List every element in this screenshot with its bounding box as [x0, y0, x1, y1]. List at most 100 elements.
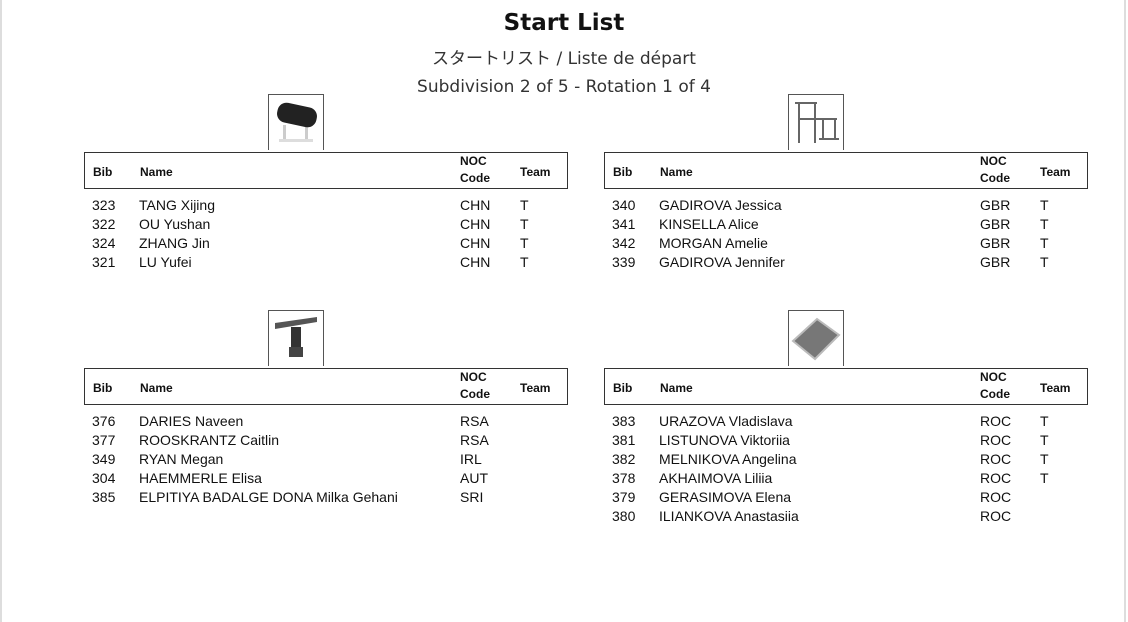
- noc-code: ROC: [980, 470, 1012, 486]
- athlete-name: GERASIMOVA Elena: [659, 489, 792, 505]
- col-team: Team: [520, 381, 551, 395]
- table-row: 304 HAEMMERLE Elisa AUT: [84, 469, 568, 488]
- bib: 323: [92, 197, 116, 213]
- page-title: Start List: [503, 10, 625, 36]
- col-noc-code: Code: [460, 387, 490, 401]
- page-edge-right: [1124, 0, 1126, 622]
- page-subtitle: スタートリスト / Liste de départ: [432, 49, 696, 69]
- table-row: 324 ZHANG Jin CHN T: [84, 234, 568, 253]
- col-bib: Bib: [613, 381, 633, 395]
- bib: 377: [92, 432, 116, 448]
- table-header: Bib Name NOC Code Team: [84, 152, 568, 189]
- noc-code: GBR: [980, 235, 1011, 251]
- bib: 385: [92, 489, 116, 505]
- bib: 380: [612, 508, 636, 524]
- noc-code: SRI: [460, 489, 484, 505]
- uneven-bars-icon: [788, 94, 844, 150]
- bib: 342: [612, 235, 636, 251]
- bib: 340: [612, 197, 636, 213]
- athlete-name: LU Yufei: [139, 254, 192, 270]
- noc-code: AUT: [460, 470, 488, 486]
- table-header: Bib Name NOC Code Team: [604, 368, 1088, 405]
- team-flag: T: [1040, 216, 1049, 232]
- col-noc: NOC: [460, 154, 487, 168]
- table-header: Bib Name NOC Code Team: [84, 368, 568, 405]
- noc-code: CHN: [460, 254, 491, 270]
- col-noc-code: Code: [980, 387, 1010, 401]
- bib: 382: [612, 451, 636, 467]
- table-row: 383 URAZOVA Vladislava ROC T: [604, 412, 1088, 431]
- table-row: 341 KINSELLA Alice GBR T: [604, 215, 1088, 234]
- athlete-name: MELNIKOVA Angelina: [659, 451, 797, 467]
- col-name: Name: [140, 381, 173, 395]
- subdivision-info: Subdivision 2 of 5 - Rotation 1 of 4: [417, 77, 711, 97]
- noc-code: ROC: [980, 489, 1012, 505]
- bib: 321: [92, 254, 116, 270]
- athlete-name: KINSELLA Alice: [659, 216, 759, 232]
- col-name: Name: [140, 165, 173, 179]
- table-row: 321 LU Yufei CHN T: [84, 253, 568, 272]
- noc-code: CHN: [460, 197, 491, 213]
- bib: 381: [612, 432, 636, 448]
- athlete-name: URAZOVA Vladislava: [659, 413, 793, 429]
- athlete-name: TANG Xijing: [139, 197, 215, 213]
- bib: 341: [612, 216, 636, 232]
- noc-code: IRL: [460, 451, 482, 467]
- pommel-horse-icon: [268, 94, 324, 150]
- col-team: Team: [1040, 381, 1071, 395]
- col-noc-code: Code: [460, 171, 490, 185]
- team-flag: T: [1040, 197, 1049, 213]
- balance-beam-icon: [268, 310, 324, 366]
- col-team: Team: [1040, 165, 1071, 179]
- table-header: Bib Name NOC Code Team: [604, 152, 1088, 189]
- table-row: 349 RYAN Megan IRL: [84, 450, 568, 469]
- team-flag: T: [520, 235, 529, 251]
- noc-code: CHN: [460, 235, 491, 251]
- table-row: 379 GERASIMOVA Elena ROC: [604, 488, 1088, 507]
- table-row: 385 ELPITIYA BADALGE DONA Milka Gehani S…: [84, 488, 568, 507]
- noc-code: RSA: [460, 432, 489, 448]
- noc-code: GBR: [980, 254, 1011, 270]
- bib: 349: [92, 451, 116, 467]
- col-noc: NOC: [980, 370, 1007, 384]
- table-row: 340 GADIROVA Jessica GBR T: [604, 196, 1088, 215]
- table-row: 382 MELNIKOVA Angelina ROC T: [604, 450, 1088, 469]
- athlete-name: LISTUNOVA Viktoriia: [659, 432, 790, 448]
- athlete-name: OU Yushan: [139, 216, 211, 232]
- athlete-name: ILIANKOVA Anastasiia: [659, 508, 799, 524]
- table-row: 381 LISTUNOVA Viktoriia ROC T: [604, 431, 1088, 450]
- noc-code: RSA: [460, 413, 489, 429]
- team-flag: T: [1040, 432, 1049, 448]
- table-row: 380 ILIANKOVA Anastasiia ROC: [604, 507, 1088, 526]
- table-row: 376 DARIES Naveen RSA: [84, 412, 568, 431]
- table-row: 322 OU Yushan CHN T: [84, 215, 568, 234]
- table-row: 377 ROOSKRANTZ Caitlin RSA: [84, 431, 568, 450]
- team-flag: T: [1040, 470, 1049, 486]
- noc-code: ROC: [980, 451, 1012, 467]
- col-noc-code: Code: [980, 171, 1010, 185]
- bib: 324: [92, 235, 116, 251]
- athlete-name: GADIROVA Jennifer: [659, 254, 785, 270]
- team-flag: T: [520, 216, 529, 232]
- athlete-name: HAEMMERLE Elisa: [139, 470, 262, 486]
- noc-code: ROC: [980, 413, 1012, 429]
- athlete-name: ROOSKRANTZ Caitlin: [139, 432, 280, 448]
- athlete-name: DARIES Naveen: [139, 413, 244, 429]
- col-bib: Bib: [93, 165, 113, 179]
- noc-code: GBR: [980, 216, 1011, 232]
- bib: 378: [612, 470, 636, 486]
- noc-code: GBR: [980, 197, 1011, 213]
- noc-code: ROC: [980, 508, 1012, 524]
- team-flag: T: [1040, 413, 1049, 429]
- bib: 376: [92, 413, 116, 429]
- team-flag: T: [1040, 254, 1049, 270]
- col-noc: NOC: [980, 154, 1007, 168]
- page-edge-left: [0, 0, 2, 622]
- table-row: 323 TANG Xijing CHN T: [84, 196, 568, 215]
- table-row: 339 GADIROVA Jennifer GBR T: [604, 253, 1088, 272]
- athlete-name: MORGAN Amelie: [659, 235, 768, 251]
- athlete-name: AKHAIMOVA Liliia: [659, 470, 773, 486]
- col-name: Name: [660, 381, 693, 395]
- team-flag: T: [1040, 451, 1049, 467]
- col-noc: NOC: [460, 370, 487, 384]
